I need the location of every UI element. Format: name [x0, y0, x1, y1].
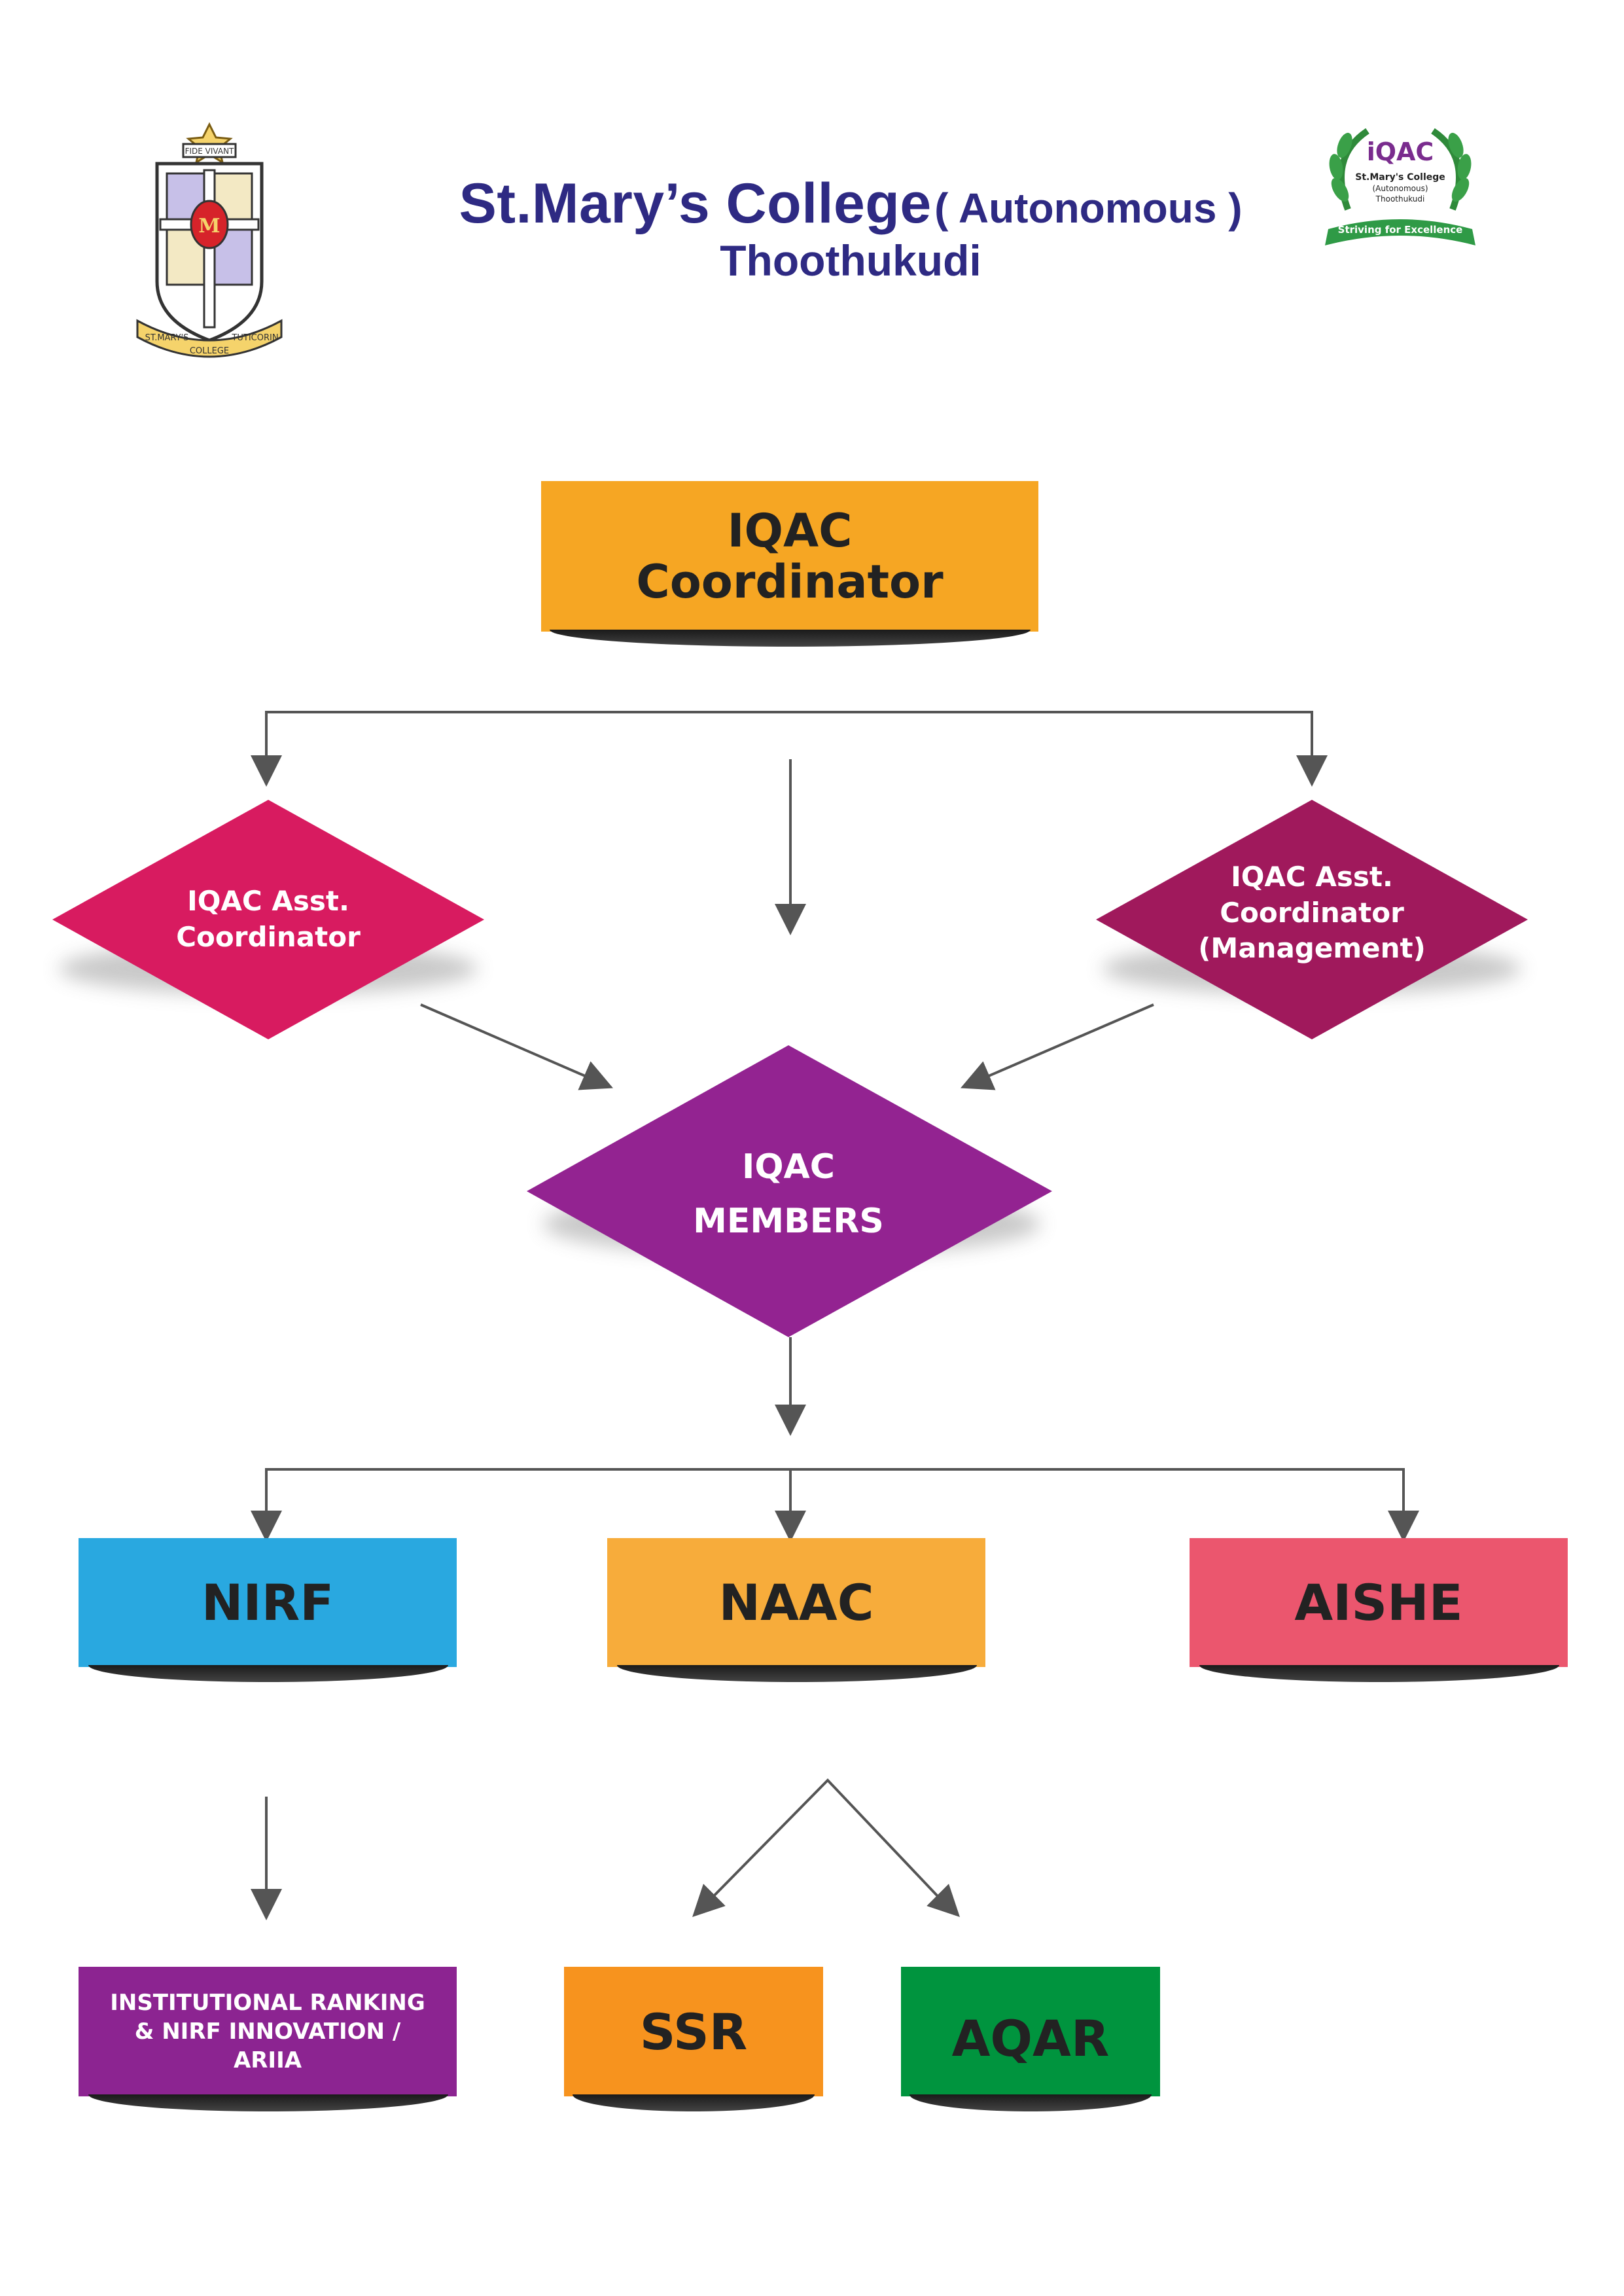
ranking-label: INSTITUTIONAL RANKING & NIRF INNOVATION … [110, 1989, 425, 2074]
aqar-label: AQAR [951, 2009, 1110, 2068]
asst-coordinator-label: IQAC Asst. Coordinator [176, 885, 361, 953]
connector-arrow [927, 1884, 960, 1917]
college-name: St.Mary’s College [459, 172, 932, 235]
aishe-label: AISHE [1294, 1573, 1463, 1632]
asst-coordinator-mgmt-diamond [1096, 800, 1528, 1039]
aqar-box: AQAR [901, 1967, 1160, 2096]
college-city: Thoothukudi [720, 236, 981, 285]
page-title: St.Mary’s College ( Autonomous ) [327, 171, 1374, 236]
ssr-label: SSR [639, 2002, 748, 2061]
coordinator-box: IQAC Coordinator [541, 481, 1038, 632]
asst-coordinator-mgmt-label: IQAC Asst. Coordinator (Management) [1198, 861, 1426, 965]
ssr-box: SSR [564, 1967, 823, 2096]
naac-box: NAAC [607, 1538, 985, 1667]
connector-line [265, 711, 1313, 762]
coordinator-line2: Coordinator [636, 555, 944, 609]
coordinator-line1: IQAC [727, 503, 853, 558]
connector-arrow [692, 1884, 726, 1917]
nirf-label: NIRF [201, 1573, 334, 1632]
connector-line [265, 1468, 1405, 1525]
connector-arrow [420, 1003, 614, 1090]
college-status: ( Autonomous ) [934, 185, 1243, 232]
members-label: IQAC MEMBERS [693, 1147, 884, 1241]
naac-label: NAAC [718, 1573, 874, 1632]
members-diamond [527, 1045, 1052, 1337]
nirf-box: NIRF [79, 1538, 457, 1667]
connector-arrow [960, 1003, 1154, 1090]
connector-line [701, 1778, 950, 1909]
asst-coordinator-diamond [52, 800, 484, 1039]
ranking-box: INSTITUTIONAL RANKING & NIRF INNOVATION … [79, 1967, 457, 2096]
aishe-box: AISHE [1190, 1538, 1568, 1667]
